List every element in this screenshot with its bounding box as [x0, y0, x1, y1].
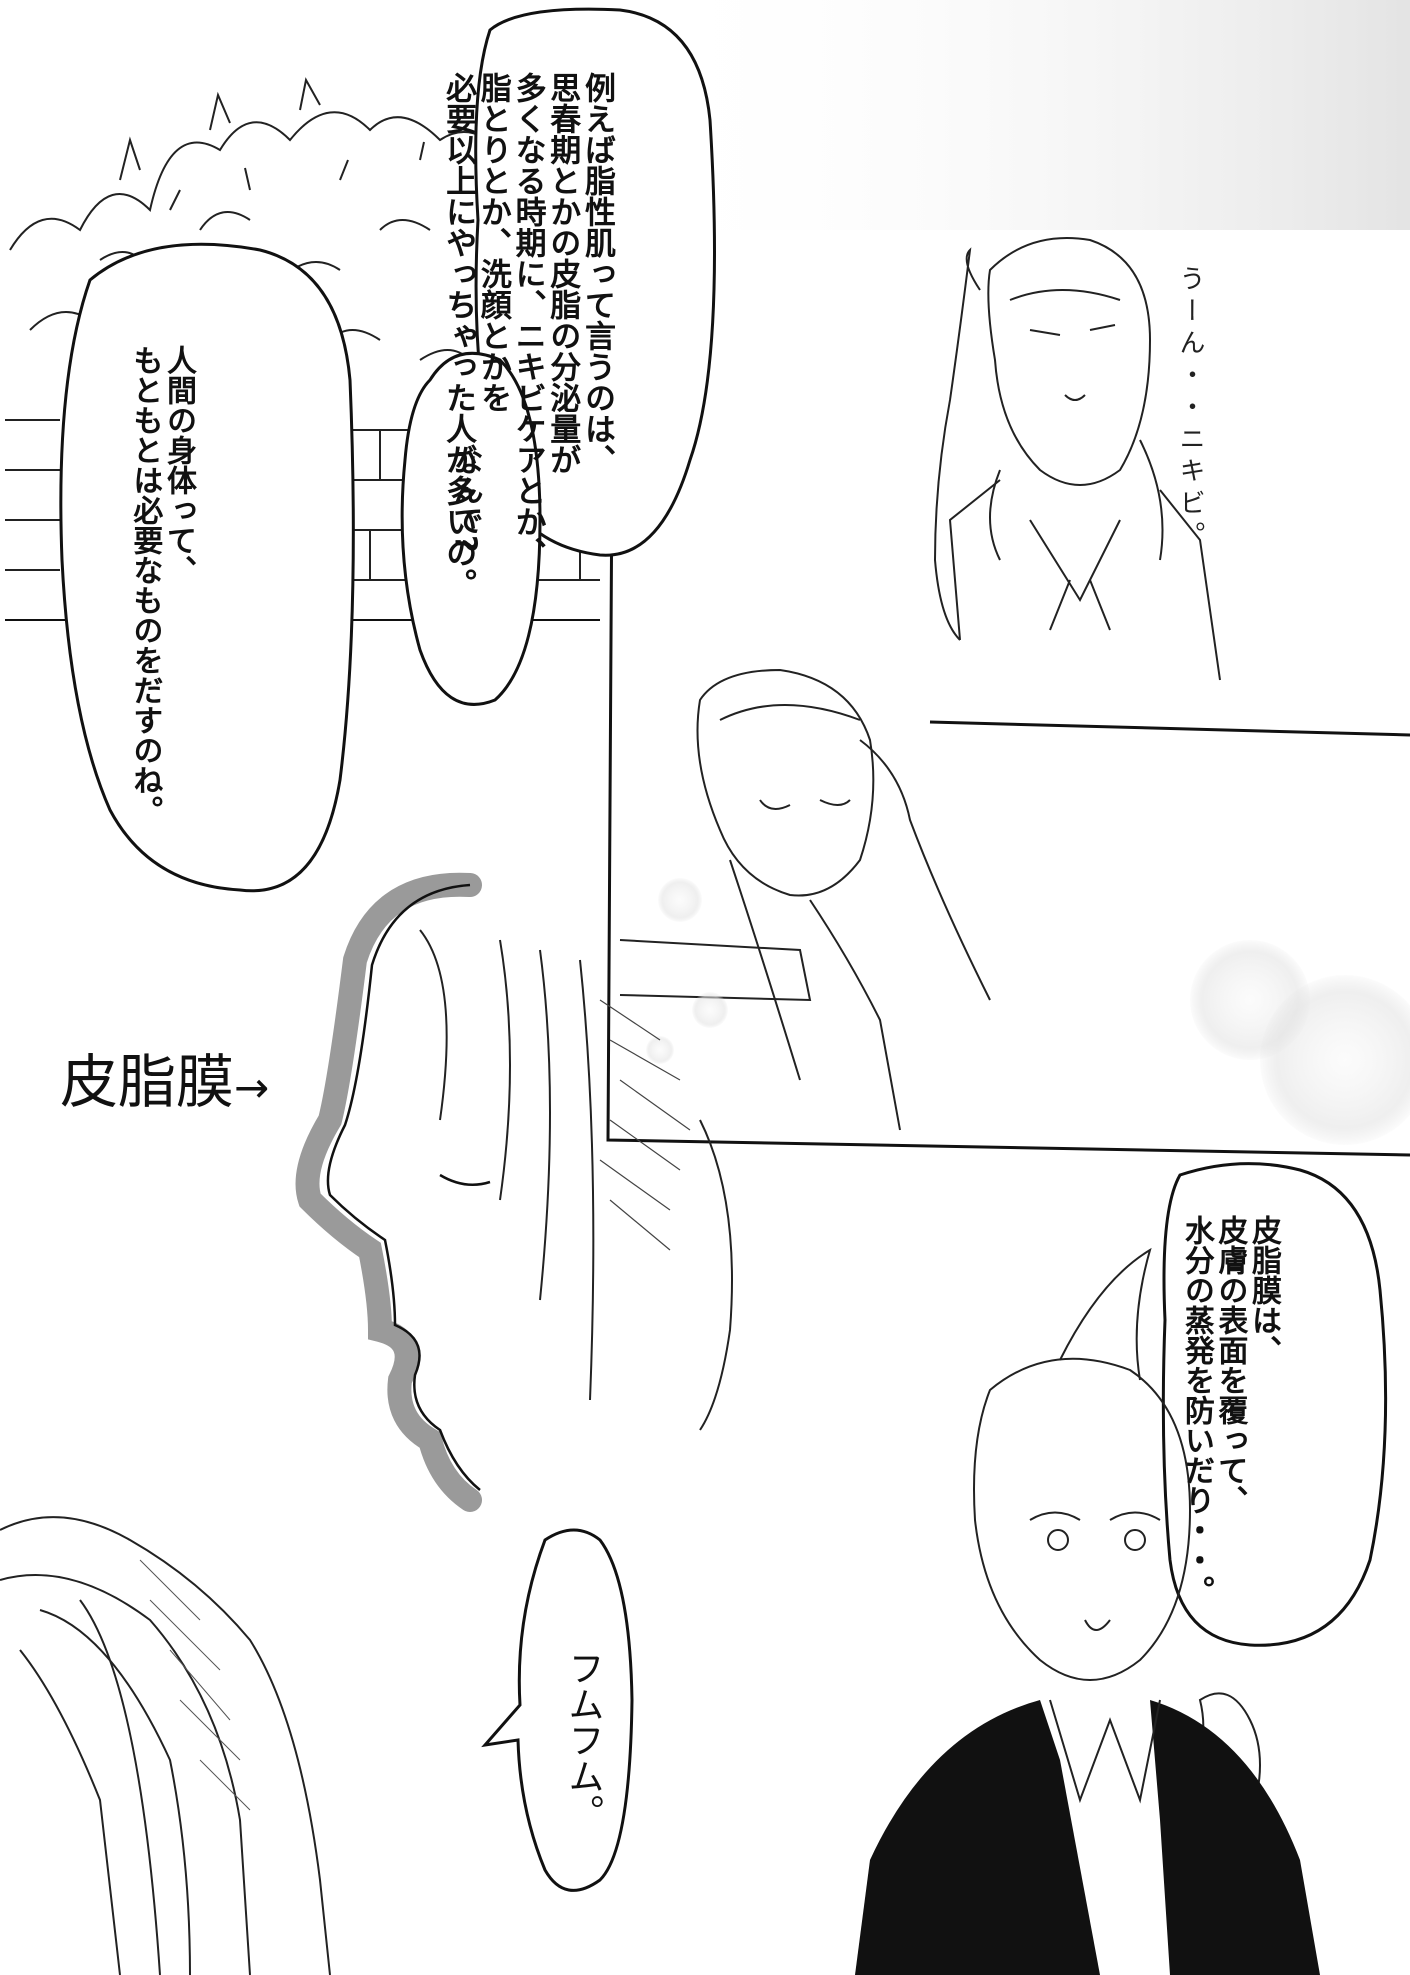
girl-pondering-drawing: [933, 237, 1221, 681]
bubble-nodding: [481, 1528, 634, 1892]
shirt-collar: [1049, 1699, 1161, 1804]
bokeh-circle-2: [1260, 975, 1410, 1145]
arrow-icon: →: [234, 1063, 270, 1112]
bubble-explanation: [474, 7, 716, 557]
bokeh-circle-3: [658, 878, 702, 922]
blazer-shape: [855, 1700, 1100, 1975]
bubble-text-explanation: 例えば脂性肌って言うのは、 思春期とかの皮脂の分泌量が 多くなる時期に、ニキビケ…: [440, 72, 615, 599]
bubble-text-nodding: フムフム。: [562, 1650, 604, 1830]
label-sebum-membrane: 皮脂膜→: [60, 1035, 269, 1119]
bokeh-circle-4: [692, 992, 728, 1028]
speech-bubbles: [59, 7, 1388, 1892]
blazer-shape-right: [1150, 1700, 1320, 1975]
screentone-top: [640, 0, 1410, 230]
profile-face-drawing: [295, 872, 733, 1512]
bubble-text-membrane: 皮脂膜は、 皮膚の表面を覆って、 水分の蒸発を防いだり・・。: [1178, 1215, 1281, 1605]
bubble-body-needs: [59, 242, 355, 893]
bubble-text-body-needs: 人間の身体って、 もともとは必要なものをだすのね。: [127, 345, 196, 825]
bubble-text-question: なんで?: [447, 445, 483, 553]
label-text: 皮脂膜: [60, 1048, 235, 1116]
hair-strands-drawing: [0, 1516, 331, 1975]
bubble-question: [400, 351, 542, 706]
sfx-pimple-murmur: うーん・・ニキビ。: [1175, 265, 1205, 553]
bubble-membrane: [1161, 1162, 1388, 1647]
bokeh-circle-5: [646, 1036, 674, 1064]
